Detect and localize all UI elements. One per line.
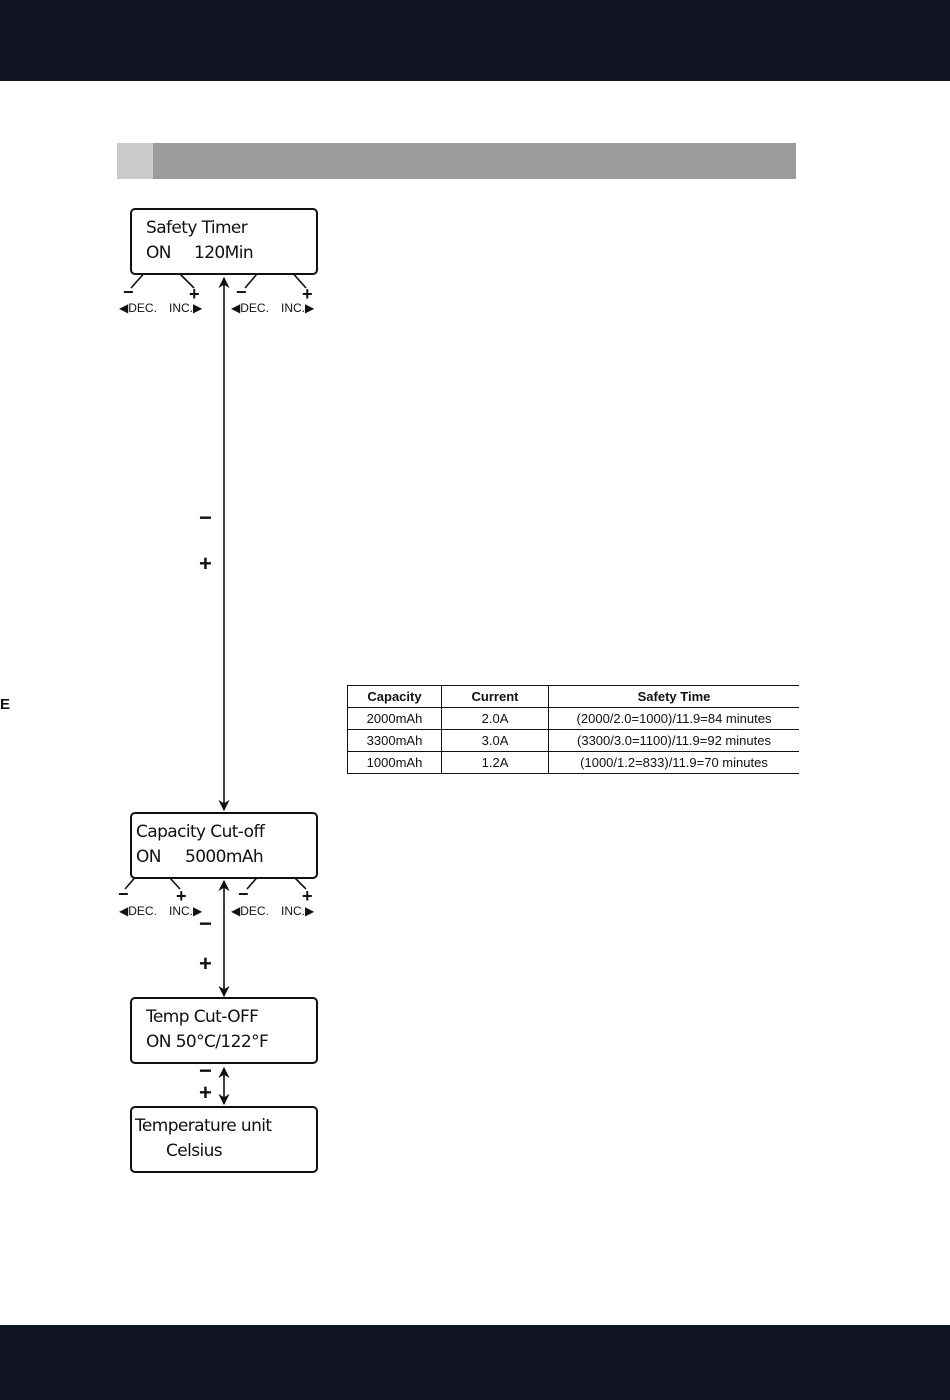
capacity-state-plus: +	[176, 886, 187, 906]
table-cell: 3.0A	[441, 729, 549, 752]
nav-plus-sign-3: +	[199, 1080, 212, 1105]
table-cell: 1000mAh	[347, 751, 442, 774]
table-row: 3300mAh 3.0A (3300/3.0=1100)/11.9=92 min…	[347, 729, 799, 752]
timer-value-dec-label: ◀DEC.	[231, 301, 269, 315]
temperature-unit-title: Temperature unit	[135, 1116, 272, 1136]
table-cell: (1000/1.2=833)/11.9=70 minutes	[548, 751, 799, 774]
capacity-value-dec-label: ◀DEC.	[231, 904, 269, 918]
capacity-state-inc-label: INC.▶	[169, 904, 203, 918]
capacity-cutoff-display: Capacity Cut-off ON 5000mAh	[130, 812, 318, 879]
capacity-value-plus: +	[302, 886, 313, 906]
table-cell: (3300/3.0=1100)/11.9=92 minutes	[548, 729, 799, 752]
timer-state-dec-label: ◀DEC.	[119, 301, 157, 315]
table-row: 2000mAh 2.0A (2000/2.0=1000)/11.9=84 min…	[347, 707, 799, 730]
timer-state-inc-label: INC.▶	[169, 301, 203, 315]
nav-plus-sign-2: +	[199, 951, 212, 976]
capacity-value-inc-label: INC.▶	[281, 904, 315, 918]
safety-timer-display: Safety Timer ON 120Min	[130, 208, 318, 275]
table-cell: 3300mAh	[347, 729, 442, 752]
safety-time-table: Capacity Current Safety Time 2000mAh 2.0…	[347, 685, 799, 774]
timer-value-plus: +	[302, 284, 313, 304]
table-header-current: Current	[441, 685, 549, 708]
nav-minus-sign-2: −	[199, 911, 212, 936]
table-cell: (2000/2.0=1000)/11.9=84 minutes	[548, 707, 799, 730]
temperature-unit-value: Celsius	[166, 1141, 223, 1161]
capacity-cutoff-title: Capacity Cut-off	[136, 822, 265, 842]
capacity-value-minus: −	[238, 884, 249, 904]
timer-value-minus: −	[236, 282, 247, 302]
timer-state-minus: −	[123, 282, 134, 302]
table-row: 1000mAh 1.2A (1000/1.2=833)/11.9=70 minu…	[347, 751, 799, 774]
section-header-bar	[117, 143, 796, 179]
temp-cutoff-display: Temp Cut-OFF ON 50°C/122°F	[130, 997, 318, 1064]
table-cell: 1.2A	[441, 751, 549, 774]
capacity-cutoff-value: 5000mAh	[185, 847, 264, 867]
temp-cutoff-value: ON 50°C/122°F	[146, 1032, 269, 1052]
safety-timer-state: ON	[146, 243, 172, 263]
timer-value-inc-label: INC.▶	[281, 301, 315, 315]
safety-timer-value: 120Min	[194, 243, 254, 263]
section-header-tab	[117, 143, 153, 179]
nav-minus-sign-3: −	[199, 1058, 212, 1083]
temp-cutoff-title: Temp Cut-OFF	[146, 1007, 259, 1027]
table-cell: 2000mAh	[347, 707, 442, 730]
capacity-state-minus: −	[118, 884, 129, 904]
safety-timer-title: Safety Timer	[146, 218, 248, 238]
top-header-band	[0, 0, 950, 81]
bottom-footer-band	[0, 1325, 950, 1400]
nav-plus-sign-1: +	[199, 551, 212, 576]
table-header-row: Capacity Current Safety Time	[347, 685, 799, 708]
side-tab-letter: E	[0, 696, 11, 713]
table-header-capacity: Capacity	[347, 685, 442, 708]
capacity-cutoff-state: ON	[136, 847, 162, 867]
table-header-safety-time: Safety Time	[548, 685, 799, 708]
timer-state-plus: +	[189, 284, 200, 304]
nav-minus-sign-1: −	[199, 505, 212, 530]
temperature-unit-display: Temperature unit Celsius	[130, 1106, 318, 1173]
table-cell: 2.0A	[441, 707, 549, 730]
capacity-state-dec-label: ◀DEC.	[119, 904, 157, 918]
